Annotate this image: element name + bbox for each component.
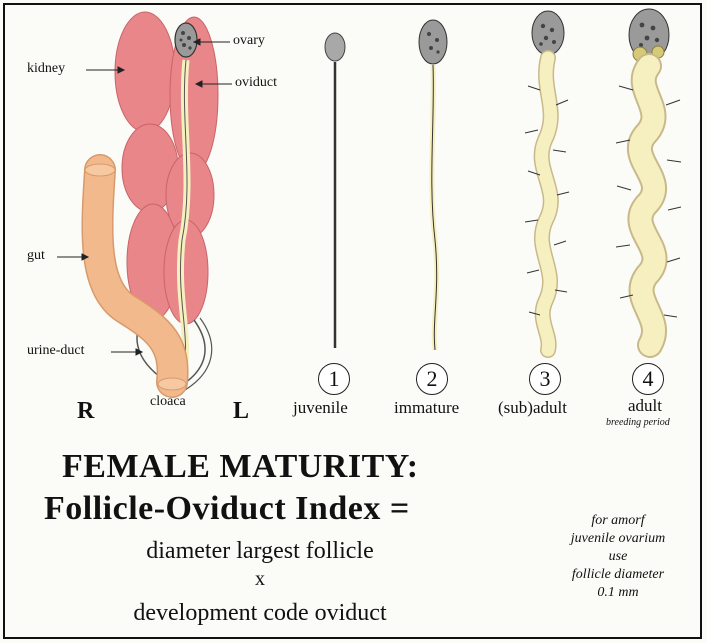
left-kidney: [164, 17, 218, 324]
note-line-3: use: [548, 548, 688, 566]
stage-1-number: 1: [318, 363, 350, 395]
side-note: for amorf juvenile ovarium use follicle …: [548, 512, 688, 602]
heading-line-1: FEMALE MATURITY:: [62, 448, 419, 486]
stage-3-number: 3: [529, 363, 561, 395]
left-side-label: L: [233, 398, 249, 425]
stage-2-label: immature: [394, 398, 459, 418]
right-side-label: R: [77, 398, 94, 425]
stage-4-label: adult: [628, 396, 662, 416]
note-line-2: juvenile ovarium: [548, 530, 688, 548]
formula-numerator: diameter largest follicle: [80, 538, 440, 565]
note-line-1: for amorf: [548, 512, 688, 530]
cloaca-opening: [158, 378, 186, 390]
stage-2-illustration: [419, 20, 447, 350]
stage-4-number: 4: [632, 363, 664, 395]
ovary-label: ovary: [233, 33, 265, 49]
stage-3-label: (sub)adult: [498, 398, 567, 418]
stage-1-illustration: [325, 33, 345, 348]
cloaca-label: cloaca: [150, 394, 186, 410]
note-line-4: follicle diameter: [548, 566, 688, 584]
ovary: [175, 23, 197, 57]
oviduct-label: oviduct: [235, 75, 277, 91]
heading-line-2: Follicle-Oviduct Index =: [44, 490, 410, 528]
formula-times: x: [80, 568, 440, 591]
stage-2-number: 2: [416, 363, 448, 395]
gut-label: gut: [27, 248, 45, 264]
stage-1-label: juvenile: [293, 398, 348, 418]
stage-4-sublabel: breeding period: [606, 417, 670, 428]
kidney-label: kidney: [27, 61, 65, 77]
urine-duct-label: urine-duct: [27, 343, 85, 359]
formula-denominator: development code oviduct: [80, 600, 440, 627]
stage-4-illustration: [616, 9, 681, 345]
stage-3-illustration: [525, 11, 569, 350]
note-line-5: 0.1 mm: [548, 584, 688, 602]
